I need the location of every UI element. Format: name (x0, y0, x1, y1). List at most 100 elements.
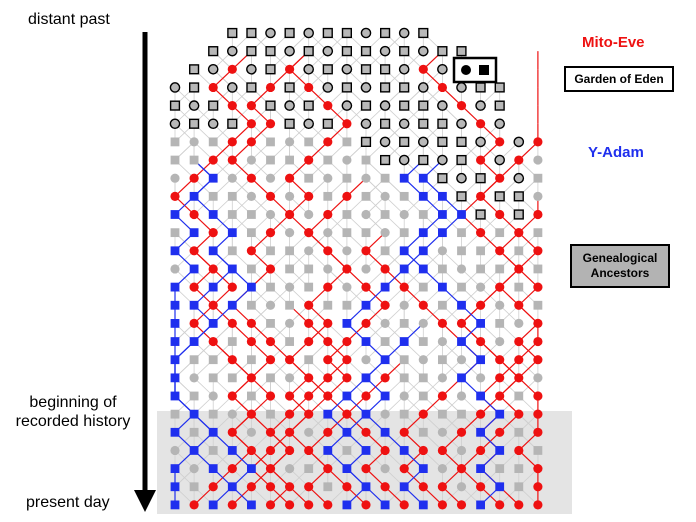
blue-male-node (380, 355, 390, 365)
red-female-node (265, 191, 276, 201)
red-female-node (323, 101, 333, 111)
red-female-node (304, 391, 314, 401)
female-node (265, 173, 276, 183)
male-node (247, 355, 256, 365)
red-female-node (246, 119, 256, 129)
blue-male-node (189, 409, 199, 419)
ancestor-female-node (226, 45, 238, 57)
mito-eve-label: Mito-Eve (582, 34, 645, 51)
male-node (208, 137, 218, 147)
male-node (266, 409, 275, 419)
red-female-node (285, 409, 295, 419)
ancestor-female-node (417, 136, 429, 148)
red-female-node (437, 318, 447, 328)
ancestor-female-node (475, 136, 486, 148)
blue-male-node (247, 282, 256, 292)
male-node (399, 409, 409, 419)
blue-male-node (170, 337, 180, 346)
male-node (418, 373, 428, 383)
ancestor-female-node (379, 100, 391, 111)
red-female-node (342, 264, 352, 274)
female-node (380, 409, 390, 419)
red-female-node (514, 228, 524, 238)
blue-male-node (189, 300, 199, 310)
red-female-node (361, 246, 371, 256)
ancestor-male-node (456, 136, 467, 148)
red-female-node (361, 500, 371, 510)
ancestor-male-node (360, 46, 372, 57)
ancestor-male-node (169, 100, 181, 111)
red-female-node (227, 500, 237, 510)
blue-male-node (457, 373, 466, 383)
ancestor-male-node (437, 173, 448, 184)
red-female-node (476, 119, 486, 129)
male-node (266, 155, 275, 165)
red-female-node (361, 391, 371, 401)
male-node (227, 373, 237, 383)
red-female-node (208, 155, 218, 165)
red-female-node (514, 155, 524, 165)
red-female-node (208, 482, 218, 492)
genealogical-ancestors-line1: Genealogical (582, 251, 658, 265)
ancestor-male-node (322, 27, 333, 39)
male-node (399, 355, 409, 365)
red-female-node (170, 191, 180, 201)
red-female-node (476, 155, 486, 165)
female-node (456, 391, 467, 401)
ancestor-male-node (360, 64, 372, 75)
red-female-node (323, 355, 333, 365)
ancestor-male-node (284, 82, 295, 93)
red-female-node (533, 209, 543, 220)
red-female-node (323, 282, 333, 292)
ancestor-female-node (360, 82, 372, 93)
male-node (457, 246, 466, 256)
ancestor-female-node (169, 82, 181, 93)
ancestor-female-node (303, 118, 315, 130)
blue-male-node (418, 228, 428, 238)
blue-male-node (189, 228, 199, 238)
male-node (399, 191, 409, 201)
male-node (266, 319, 275, 328)
ancestor-female-node (417, 82, 429, 93)
blue-male-node (208, 173, 218, 183)
ancestor-male-node (456, 46, 467, 57)
red-female-node (227, 101, 237, 111)
ancestor-male-node (494, 100, 505, 111)
red-female-node (265, 264, 276, 274)
ancestor-male-node (380, 27, 391, 39)
female-node (285, 137, 295, 147)
red-female-node (380, 482, 390, 492)
ancestor-female-node (475, 100, 486, 111)
female-node (514, 318, 524, 328)
red-female-node (380, 373, 390, 383)
female-node (399, 300, 409, 310)
male-node (361, 155, 371, 165)
red-female-node (495, 137, 505, 147)
male-node (304, 173, 314, 183)
blue-male-node (170, 210, 180, 219)
blue-male-node (380, 500, 390, 510)
ancestor-male-node (303, 46, 314, 57)
red-female-node (304, 228, 314, 238)
male-node (323, 482, 333, 492)
red-female-node (227, 464, 237, 474)
red-female-node (495, 355, 505, 365)
female-node (285, 282, 295, 292)
blue-male-node (170, 391, 180, 401)
male-node (514, 482, 524, 492)
female-node (285, 318, 295, 328)
red-female-node (437, 500, 447, 510)
ancestor-female-node (341, 64, 353, 75)
male-node (418, 282, 428, 292)
ancestor-male-node (399, 100, 410, 111)
male-node (170, 228, 180, 238)
ancestor-male-node (418, 27, 429, 39)
genealogical-ancestors-line2: Ancestors (590, 266, 650, 280)
blue-male-node (208, 427, 218, 437)
ancestor-female-node (513, 172, 525, 184)
red-female-node (495, 373, 505, 383)
red-female-node (227, 427, 237, 437)
ancestor-female-node (437, 64, 448, 75)
red-female-node (265, 445, 276, 456)
ancestor-female-node (398, 154, 410, 166)
